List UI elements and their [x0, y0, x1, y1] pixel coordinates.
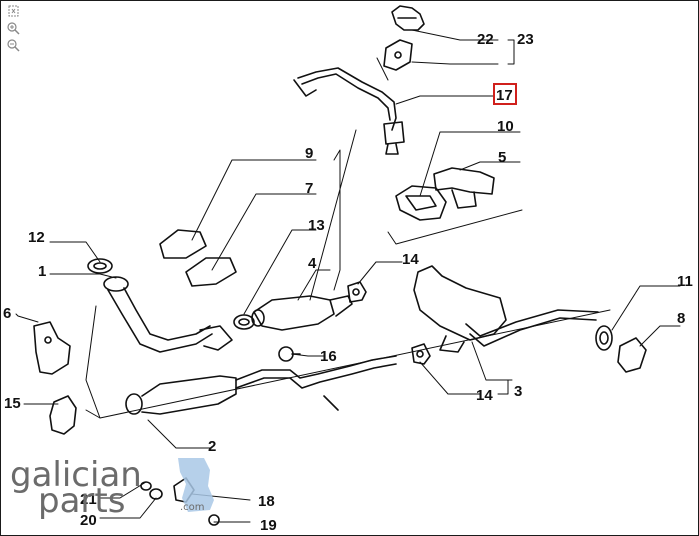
callout-19[interactable]: 19 — [260, 517, 277, 534]
callout-4[interactable]: 4 — [308, 255, 317, 272]
callout-16[interactable]: 16 — [320, 348, 337, 365]
callout-1[interactable]: 1 — [38, 263, 46, 280]
callout-11[interactable]: 11 — [677, 273, 693, 290]
callout-21[interactable]: 21 — [80, 491, 97, 508]
callout-3[interactable]: 3 — [514, 383, 522, 400]
part-23-bracket[interactable] — [383, 39, 413, 71]
callout-14-bottom[interactable]: 14 — [476, 387, 493, 404]
part-20-washer[interactable] — [149, 488, 163, 500]
part-12-gasket[interactable] — [87, 258, 113, 274]
callout-17[interactable]: 17 — [496, 87, 513, 104]
callout-22[interactable]: 22 — [477, 31, 494, 48]
part-4-catalytic-converter[interactable] — [251, 295, 353, 331]
callout-18[interactable]: 18 — [258, 493, 275, 510]
part-6-bracket[interactable] — [33, 321, 71, 375]
part-10-heat-shield[interactable] — [395, 185, 447, 221]
callout-8[interactable]: 8 — [677, 310, 685, 327]
part-9-heat-shield[interactable] — [159, 229, 207, 259]
galicianparts-watermark: galician parts .com — [10, 455, 214, 521]
callout-20[interactable]: 20 — [80, 512, 97, 529]
callout-15[interactable]: 15 — [4, 395, 21, 412]
zoom-toolbar — [6, 4, 22, 54]
callout-12[interactable]: 12 — [28, 229, 45, 246]
leader-lines — [15, 29, 681, 523]
watermark-suffix: .com — [180, 502, 205, 513]
part-1-front-pipe[interactable] — [103, 276, 233, 353]
leader-line — [376, 57, 389, 81]
zoom-out-icon[interactable] — [6, 38, 22, 52]
fit-page-icon[interactable] — [6, 4, 22, 18]
part-16-bolt[interactable] — [278, 346, 301, 362]
zoom-in-icon[interactable] — [6, 21, 22, 35]
callout-10[interactable]: 10 — [497, 118, 514, 135]
spain-map-shape — [178, 458, 214, 512]
highlight-box-17 — [493, 83, 517, 105]
guide-lines — [85, 129, 611, 419]
callout-5[interactable]: 5 — [498, 149, 506, 166]
watermark-line1: galician — [10, 455, 142, 495]
part-15-bracket[interactable] — [49, 395, 77, 435]
part-7-heat-shield[interactable] — [185, 257, 237, 287]
part-3-rear-silencer[interactable] — [413, 265, 599, 353]
callout-14-top[interactable]: 14 — [402, 251, 419, 268]
part-21-nut[interactable] — [140, 481, 152, 491]
part-11-rubber-ring[interactable] — [595, 325, 613, 351]
watermark-line2: parts — [38, 481, 125, 521]
callout-13[interactable]: 13 — [308, 217, 325, 234]
part-13-gasket[interactable] — [233, 314, 255, 330]
callout-7[interactable]: 7 — [305, 180, 313, 197]
part-2-middle-silencer[interactable] — [125, 355, 397, 415]
callout-23[interactable]: 23 — [517, 31, 534, 48]
part-14-rubber-hanger-top[interactable] — [347, 281, 367, 303]
callout-2[interactable]: 2 — [208, 438, 216, 455]
part-22-clamp[interactable] — [391, 5, 425, 31]
callout-6[interactable]: 6 — [3, 305, 11, 322]
part-19-bolt[interactable] — [208, 514, 220, 526]
part-14-rubber-hanger-bottom[interactable] — [411, 343, 431, 365]
callout-9[interactable]: 9 — [305, 145, 313, 162]
part-17-lambda-sensor[interactable] — [293, 67, 405, 155]
part-8-bracket[interactable] — [617, 337, 647, 373]
part-5-bracket[interactable] — [433, 167, 495, 209]
